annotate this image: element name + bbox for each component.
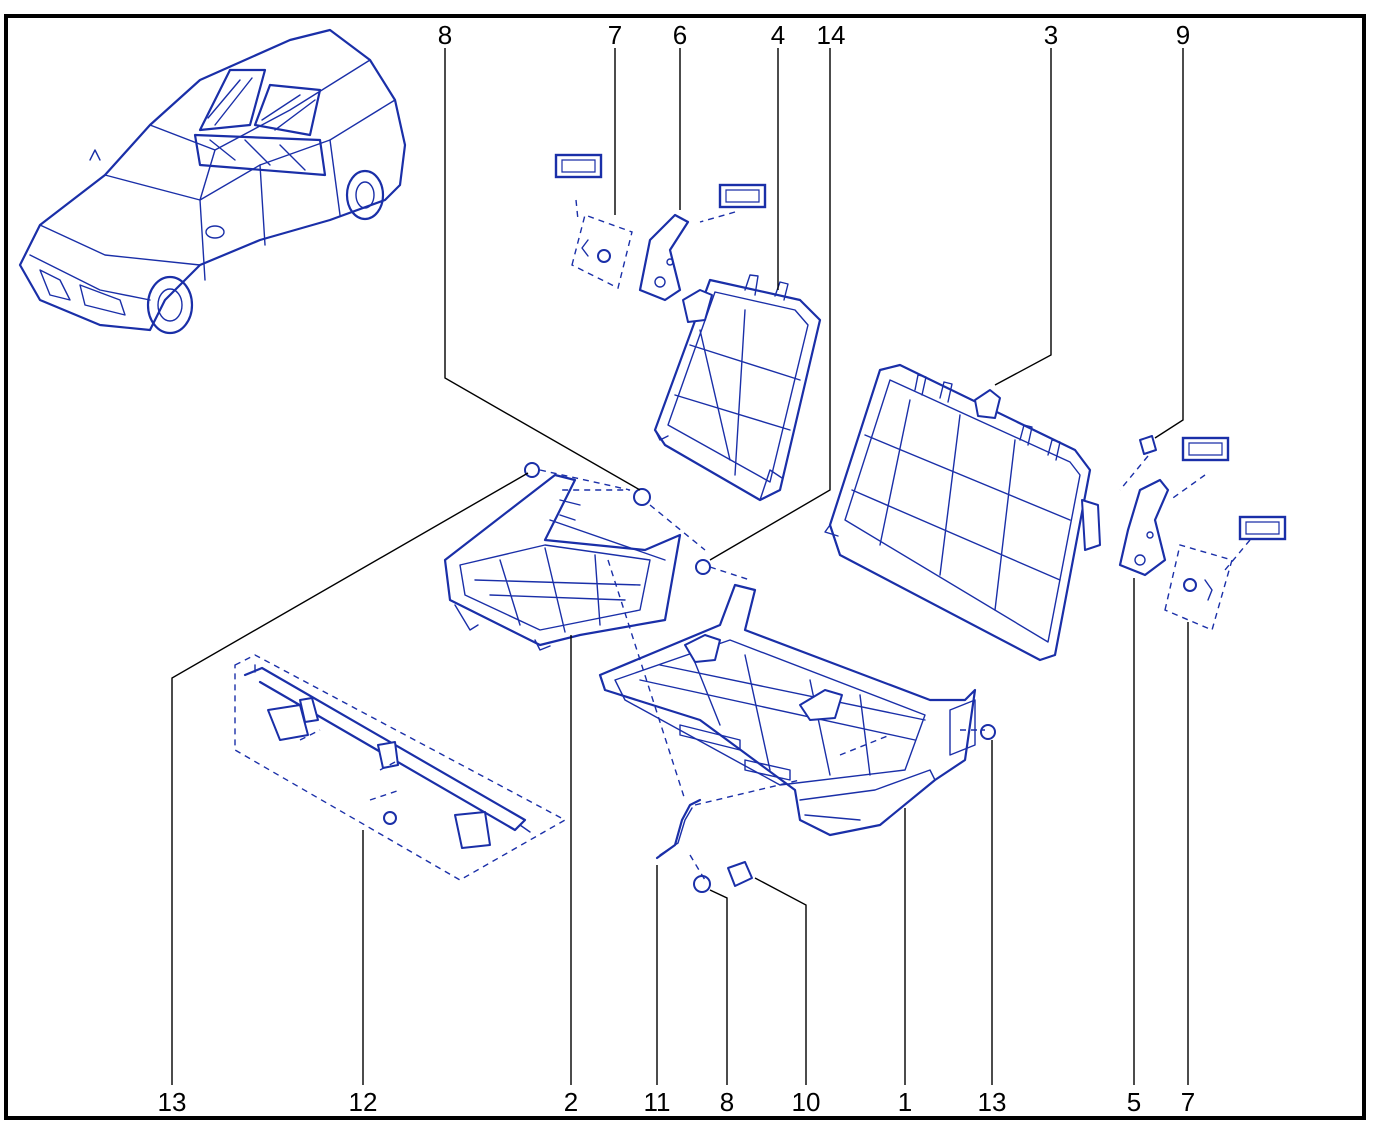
callout-6: 6 xyxy=(673,20,687,50)
callout-12: 12 xyxy=(349,1087,378,1117)
callout-8-top: 8 xyxy=(438,20,452,50)
callout-13-left: 13 xyxy=(158,1087,187,1117)
callout-5: 5 xyxy=(1127,1087,1141,1117)
part-7-bolt-right xyxy=(1183,578,1197,592)
tag-top-right xyxy=(718,183,767,209)
part-13-bolt-left xyxy=(524,462,540,478)
part-12-support-bar xyxy=(234,654,567,881)
part-10-bump-stop xyxy=(727,861,753,887)
callout-1: 1 xyxy=(898,1087,912,1117)
part-8-nut-bottom xyxy=(693,875,711,893)
reference-tags xyxy=(554,153,1287,541)
callout-8-bottom: 8 xyxy=(720,1087,734,1117)
small-fasteners xyxy=(524,239,1213,893)
part-14-bolt xyxy=(695,559,711,575)
part-5-hinge-right xyxy=(1118,478,1170,577)
tag-lower-right xyxy=(1238,515,1287,541)
callout-2: 2 xyxy=(564,1087,578,1117)
assembly-guides xyxy=(539,199,1251,881)
part-11-release-rod xyxy=(655,798,702,860)
part-8-nut-top xyxy=(633,488,651,506)
callout-3: 3 xyxy=(1044,20,1058,50)
part-1-seat-cushion-right xyxy=(598,583,977,837)
callout-10: 10 xyxy=(792,1087,821,1117)
callout-14: 14 xyxy=(817,20,846,50)
part-13-bolt-right xyxy=(980,724,996,740)
callout-11: 11 xyxy=(644,1087,671,1117)
diagram-frame xyxy=(4,14,1366,1120)
callout-9: 9 xyxy=(1176,20,1190,50)
part-7-bolt-top xyxy=(597,249,611,263)
callout-7-top: 7 xyxy=(608,20,622,50)
callout-labels: 8 7 6 4 14 3 9 13 12 2 11 8 10 1 13 5 7 xyxy=(158,20,1196,1117)
callout-7-bottom: 7 xyxy=(1181,1087,1195,1117)
leader-lines xyxy=(171,48,1189,1085)
callout-4: 4 xyxy=(771,20,785,50)
part-3-backrest-frame-right xyxy=(824,363,1101,662)
tag-mid-right xyxy=(1181,436,1230,462)
vehicle-location-thumbnail xyxy=(18,28,407,335)
part-6-hinge-top xyxy=(638,213,690,302)
part-9-clip xyxy=(1139,435,1157,455)
part-4-backrest-frame-left xyxy=(653,274,822,502)
part-2-seat-frame-left xyxy=(443,473,682,651)
callout-13-right: 13 xyxy=(978,1087,1007,1117)
tag-top-left xyxy=(554,153,603,179)
